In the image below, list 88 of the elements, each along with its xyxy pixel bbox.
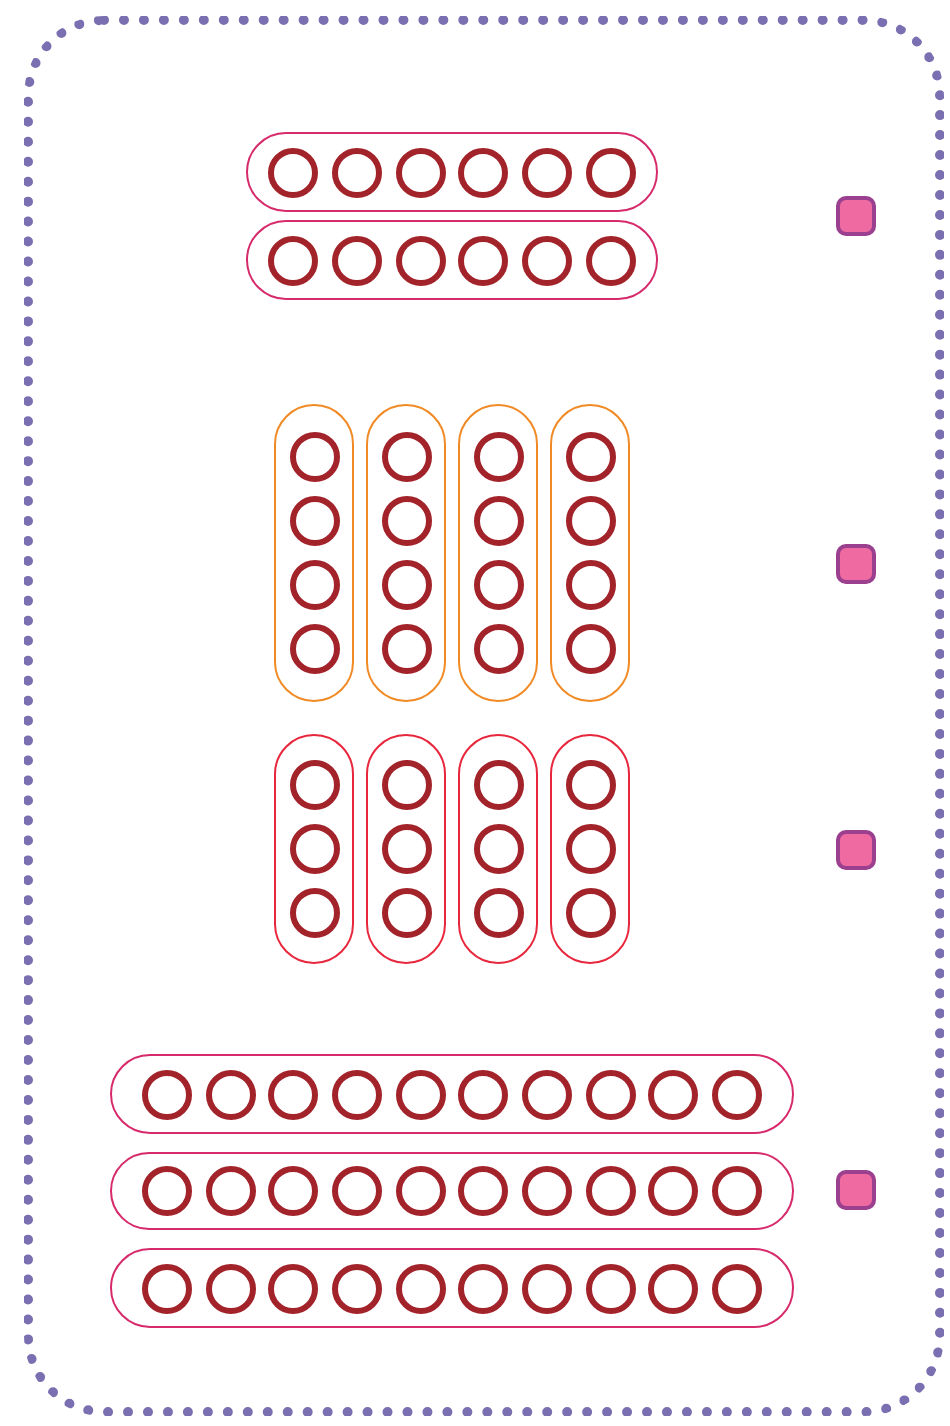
circle-marker <box>395 147 446 197</box>
capsule-outline <box>274 734 354 964</box>
circle-marker <box>289 496 339 547</box>
circle-marker <box>648 1166 699 1216</box>
capsule-outline <box>458 404 538 702</box>
circle-marker <box>395 1263 446 1313</box>
circle-marker <box>395 235 446 285</box>
circle-marker <box>522 1263 573 1313</box>
circle-marker <box>473 432 523 483</box>
circle-marker <box>381 760 431 811</box>
circle-marker <box>565 623 615 674</box>
circle-marker <box>141 1166 192 1216</box>
circle-marker <box>585 235 636 285</box>
circle-marker <box>473 559 523 610</box>
capsule-outline <box>246 132 658 212</box>
circle-marker <box>585 147 636 197</box>
square-marker <box>836 196 876 236</box>
circle-marker <box>585 1069 636 1119</box>
circle-marker <box>395 1069 446 1119</box>
circle-marker <box>268 235 319 285</box>
circle-marker <box>712 1263 763 1313</box>
circle-marker <box>289 432 339 483</box>
circle-marker <box>565 432 615 483</box>
circle-marker <box>458 1166 509 1216</box>
capsule-outline <box>458 734 538 964</box>
capsule-outline <box>274 404 354 702</box>
circle-marker <box>381 623 431 674</box>
circle-marker <box>289 623 339 674</box>
circle-marker <box>331 147 382 197</box>
capsule-outline <box>550 404 630 702</box>
circle-marker <box>381 559 431 610</box>
circle-marker <box>473 760 523 811</box>
square-marker <box>836 830 876 870</box>
circle-marker <box>395 1166 446 1216</box>
circle-marker <box>473 623 523 674</box>
circle-marker <box>268 1069 319 1119</box>
circle-marker <box>522 147 573 197</box>
dotted-frame <box>24 16 944 1416</box>
circle-marker <box>565 559 615 610</box>
circle-marker <box>458 147 509 197</box>
circle-marker <box>205 1069 256 1119</box>
circle-marker <box>458 235 509 285</box>
capsule-outline <box>366 734 446 964</box>
circle-marker <box>331 1069 382 1119</box>
circle-marker <box>141 1069 192 1119</box>
circle-marker <box>648 1263 699 1313</box>
capsule-outline <box>110 1152 794 1230</box>
square-marker <box>836 1170 876 1210</box>
circle-marker <box>458 1069 509 1119</box>
circle-marker <box>268 147 319 197</box>
circle-marker <box>712 1166 763 1216</box>
capsule-outline <box>550 734 630 964</box>
capsule-outline <box>366 404 446 702</box>
circle-marker <box>289 760 339 811</box>
circle-marker <box>565 760 615 811</box>
capsule-outline <box>246 220 658 300</box>
circle-marker <box>331 1166 382 1216</box>
circle-marker <box>268 1263 319 1313</box>
circle-marker <box>381 824 431 874</box>
circle-marker <box>565 824 615 874</box>
circle-marker <box>331 235 382 285</box>
circle-marker <box>565 887 615 938</box>
circle-marker <box>268 1166 319 1216</box>
circle-marker <box>565 496 615 547</box>
circle-marker <box>458 1263 509 1313</box>
circle-marker <box>289 887 339 938</box>
circle-marker <box>205 1263 256 1313</box>
circle-marker <box>289 824 339 874</box>
circle-marker <box>648 1069 699 1119</box>
circle-marker <box>585 1166 636 1216</box>
circle-marker <box>522 1069 573 1119</box>
circle-marker <box>141 1263 192 1313</box>
circle-marker <box>381 496 431 547</box>
circle-marker <box>331 1263 382 1313</box>
circle-marker <box>585 1263 636 1313</box>
circle-marker <box>289 559 339 610</box>
circle-marker <box>381 887 431 938</box>
circle-marker <box>205 1166 256 1216</box>
circle-marker <box>473 496 523 547</box>
circle-marker <box>522 235 573 285</box>
capsule-outline <box>110 1248 794 1328</box>
circle-marker <box>712 1069 763 1119</box>
capsule-outline <box>110 1054 794 1134</box>
circle-marker <box>473 887 523 938</box>
circle-marker <box>522 1166 573 1216</box>
square-marker <box>836 544 876 584</box>
circle-marker <box>381 432 431 483</box>
circle-marker <box>473 824 523 874</box>
